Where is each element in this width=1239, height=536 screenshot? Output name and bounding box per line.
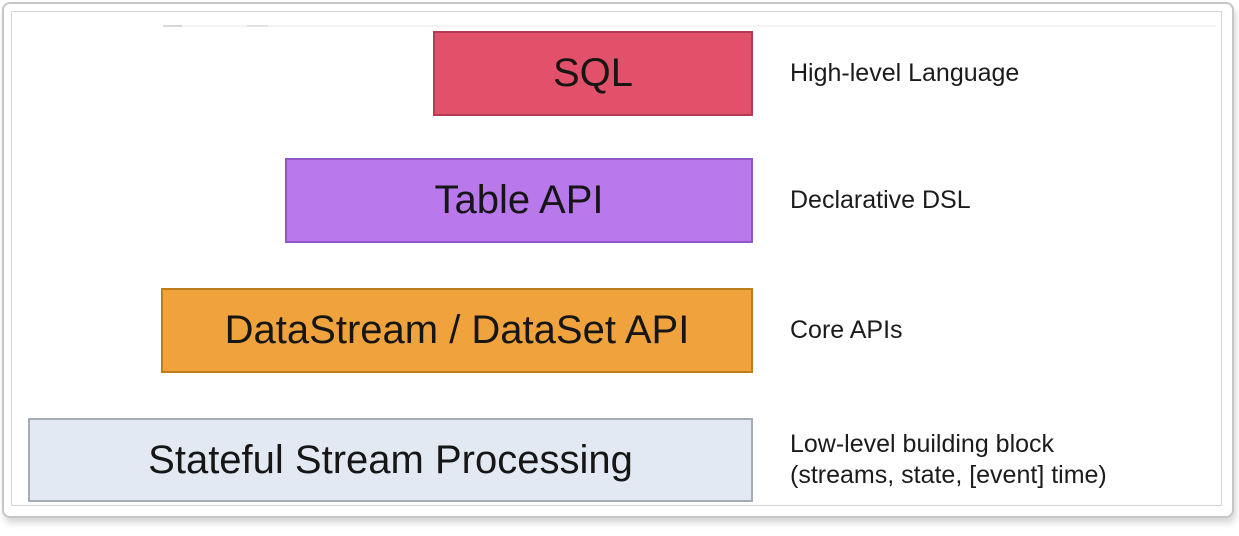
artifact-dash — [247, 25, 268, 27]
layer-box-sql: SQL — [433, 31, 753, 116]
layer-annotation-core-apis: Core APIs — [790, 315, 903, 344]
layer-label-datastream-dataset-api: DataStream / DataSet API — [224, 308, 690, 352]
layer-annotation-table-api: Declarative DSL — [790, 185, 971, 214]
artifact-dash — [163, 25, 182, 27]
layer-label-sql: SQL — [552, 51, 634, 95]
layer-label-stateful-stream-processing: Stateful Stream Processing — [148, 437, 633, 482]
layer-box-datastream-dataset-api: DataStream / DataSet API — [161, 288, 753, 373]
layer-box-table-api: Table API — [285, 158, 753, 243]
layer-annotation-low-level: Low-level building block (streams, state… — [790, 429, 1107, 490]
artifact-line — [163, 25, 1216, 27]
screenshot-frame: SQL High-level Language Table API Declar… — [2, 2, 1234, 518]
layer-annotation-sql: High-level Language — [790, 58, 1020, 87]
layer-label-table-api: Table API — [434, 178, 604, 222]
layer-box-stateful-stream-processing: Stateful Stream Processing — [28, 418, 753, 502]
